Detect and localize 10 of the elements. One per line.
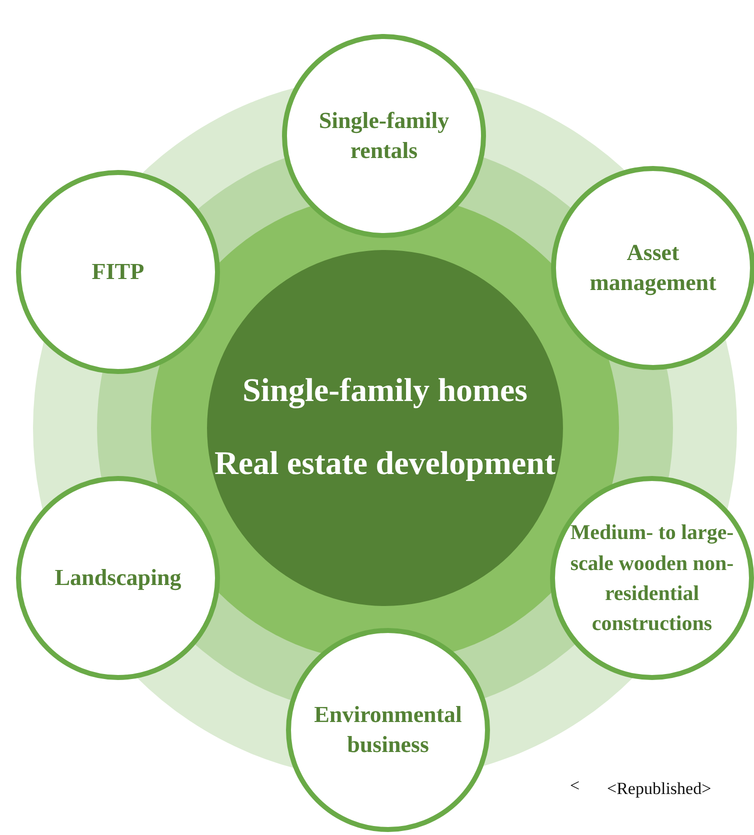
center-label: Single-family homes <box>242 372 528 412</box>
business-label: FITP <box>92 258 144 286</box>
center-label: Real estate development <box>214 445 556 484</box>
business-label: Environmental business <box>313 701 463 759</box>
business-label: Medium- to large-scale wooden non-residential constructions <box>569 519 735 638</box>
business-label: Asset management <box>588 239 718 298</box>
bracket-mark: < <box>570 776 580 796</box>
business-label: Single-family rentals <box>318 107 450 165</box>
source-note: <Republished> <box>607 779 712 799</box>
business-label: Landscaping <box>54 564 182 592</box>
